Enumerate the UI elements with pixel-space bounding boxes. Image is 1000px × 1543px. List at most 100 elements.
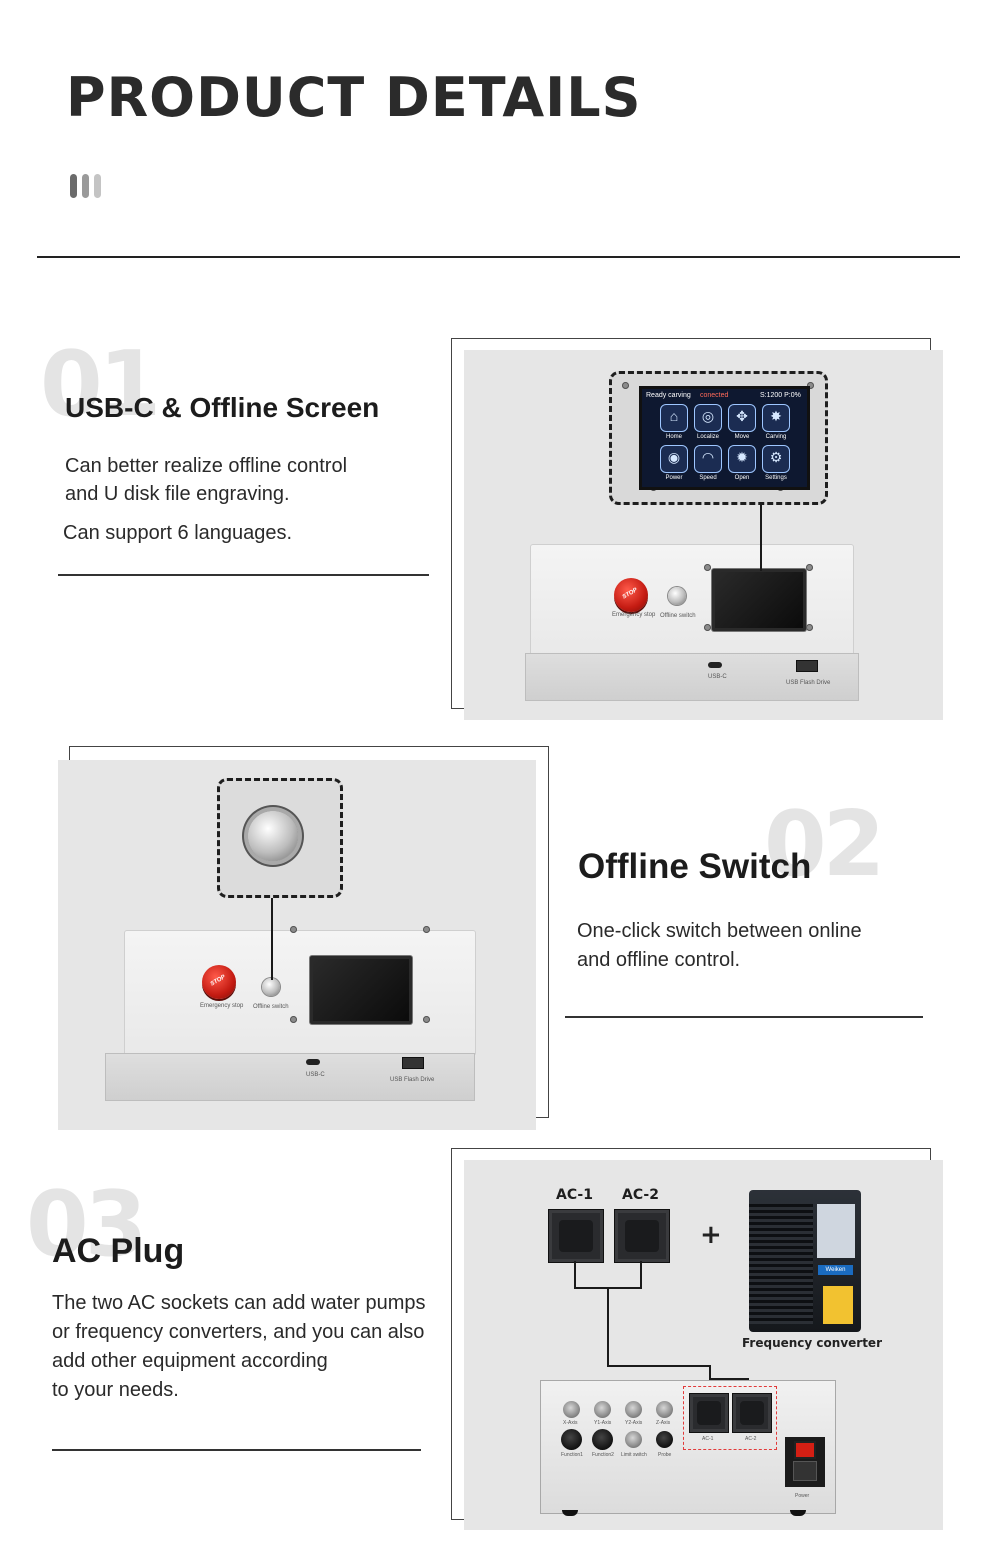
emergency-stop-button: STOP	[614, 578, 648, 612]
converter-brand: Weiken	[818, 1265, 853, 1275]
menu-label: Carving	[765, 434, 787, 440]
screw	[290, 926, 297, 933]
offline-switch-closeup	[248, 811, 298, 861]
touch-screen: Ready carving conected S:1200 P:0% ⌂Home…	[639, 386, 810, 490]
section-03-image: AC-1 AC-2 + Weiken Frequency converter X…	[464, 1160, 943, 1530]
power-icon: ◉	[660, 445, 688, 473]
menu-carving[interactable]: ✸ Carving	[761, 404, 791, 442]
screw	[806, 564, 813, 571]
section-01-line-2: and U disk file engraving.	[65, 483, 290, 505]
menu-label: Localize	[696, 434, 719, 440]
z-axis-connector	[656, 1401, 673, 1418]
menu-label: Open	[734, 475, 750, 481]
power-inlet	[785, 1437, 825, 1487]
usb-flash-label: USB Flash Drive	[390, 1077, 435, 1083]
controller-screen	[712, 569, 806, 631]
estop-text: STOP	[209, 974, 227, 988]
function-label: Limit switch	[621, 1452, 647, 1458]
usb-c-port	[306, 1059, 320, 1065]
ac-1-socket	[548, 1209, 604, 1263]
home-icon: ⌂	[660, 404, 688, 432]
usb-c-label: USB-C	[306, 1072, 325, 1078]
emergency-stop-button: STOP	[202, 965, 236, 999]
limit-switch-connector	[625, 1431, 642, 1448]
ac-2-socket	[614, 1209, 670, 1263]
rubber-foot	[790, 1510, 806, 1516]
menu-open[interactable]: ✹ Open	[727, 445, 757, 483]
menu-settings[interactable]: ⚙Settings	[761, 445, 791, 483]
menu-move[interactable]: ✥Move	[727, 404, 757, 442]
gear-icon: ✹	[728, 445, 756, 473]
move-icon: ✥	[728, 404, 756, 432]
section-02-number: 02	[764, 792, 885, 897]
section-02-line-2: and offline control.	[577, 949, 741, 971]
page-title: PRODUCT DETAILS	[66, 66, 642, 129]
function2-connector	[592, 1429, 613, 1450]
section-03-divider	[52, 1449, 421, 1451]
plus-sign: +	[700, 1220, 722, 1250]
offline-switch-button	[668, 587, 686, 605]
screw	[704, 564, 711, 571]
laser-icon: ✸	[762, 404, 790, 432]
y2-axis-connector	[625, 1401, 642, 1418]
x-axis-connector	[563, 1401, 580, 1418]
section-03-line-3: add other equipment according	[52, 1350, 328, 1372]
small-socket-label: AC-2	[745, 1436, 757, 1442]
menu-localize[interactable]: ◎ Localize	[693, 404, 723, 442]
decoration-bar-1	[70, 174, 77, 198]
rubber-foot	[562, 1510, 578, 1516]
screw	[704, 624, 711, 631]
power-switch	[794, 1441, 816, 1459]
screw	[622, 382, 629, 389]
switch-callout	[217, 778, 343, 898]
section-03-heading: AC Plug	[52, 1232, 185, 1270]
target-icon: ◎	[694, 404, 722, 432]
estop-text: STOP	[621, 587, 639, 601]
wire	[640, 1261, 642, 1289]
frequency-converter: Weiken	[749, 1190, 861, 1332]
section-01-number: 01	[40, 332, 161, 437]
menu-home[interactable]: ⌂ Home	[659, 404, 689, 442]
screw	[806, 624, 813, 631]
axis-label: X-Axis	[563, 1420, 578, 1426]
spindle-readout: S:1200 P:0%	[760, 392, 801, 399]
screw	[423, 926, 430, 933]
function-label: Function2	[592, 1452, 614, 1458]
offline-switch-label: Offline switch	[660, 613, 696, 619]
controller-box-top	[124, 930, 476, 1056]
section-01-divider	[58, 574, 429, 576]
power-label: Power	[795, 1493, 810, 1499]
section-02-heading: Offline Switch	[578, 847, 812, 886]
section-02-line-1: One-click switch between online	[577, 920, 862, 942]
function-label: Function1	[561, 1452, 583, 1458]
section-03-number: 03	[26, 1172, 147, 1277]
offline-switch-button	[262, 978, 280, 996]
warning-label	[823, 1286, 853, 1324]
wire	[607, 1287, 609, 1367]
screw	[423, 1016, 430, 1023]
status-text: Ready carving	[646, 392, 691, 399]
section-01-heading: USB-C & Offline Screen	[65, 392, 380, 423]
menu-label: Power	[665, 475, 683, 481]
function-label: Probe	[658, 1452, 672, 1458]
wire	[709, 1365, 711, 1379]
ac-2-label: AC-2	[622, 1187, 659, 1203]
section-01-line-3: Can support 6 languages.	[63, 522, 293, 544]
function1-connector	[561, 1429, 582, 1450]
axis-label: Y1-Axis	[594, 1420, 612, 1426]
axis-label: Y2-Axis	[625, 1420, 643, 1426]
menu-label: Home	[665, 434, 682, 440]
usb-c-label: USB-C	[708, 674, 727, 680]
controller-rear-panel: X-Axis Y1-Axis Y2-Axis Z-Axis Function1 …	[540, 1380, 836, 1514]
menu-speed[interactable]: ◠Speed	[693, 445, 723, 483]
ac-sockets-highlight: AC-1 AC-2	[683, 1386, 777, 1450]
usb-flash-port	[402, 1057, 424, 1069]
probe-connector	[656, 1431, 673, 1448]
menu-power[interactable]: ◉ Power	[659, 445, 689, 483]
emergency-stop-label: Emergency stop	[200, 1003, 244, 1009]
small-socket-label: AC-1	[702, 1436, 714, 1442]
usb-c-port	[708, 662, 722, 668]
callout-line	[760, 503, 762, 571]
controller-screen	[310, 956, 412, 1024]
menu-label: Settings	[765, 475, 787, 481]
